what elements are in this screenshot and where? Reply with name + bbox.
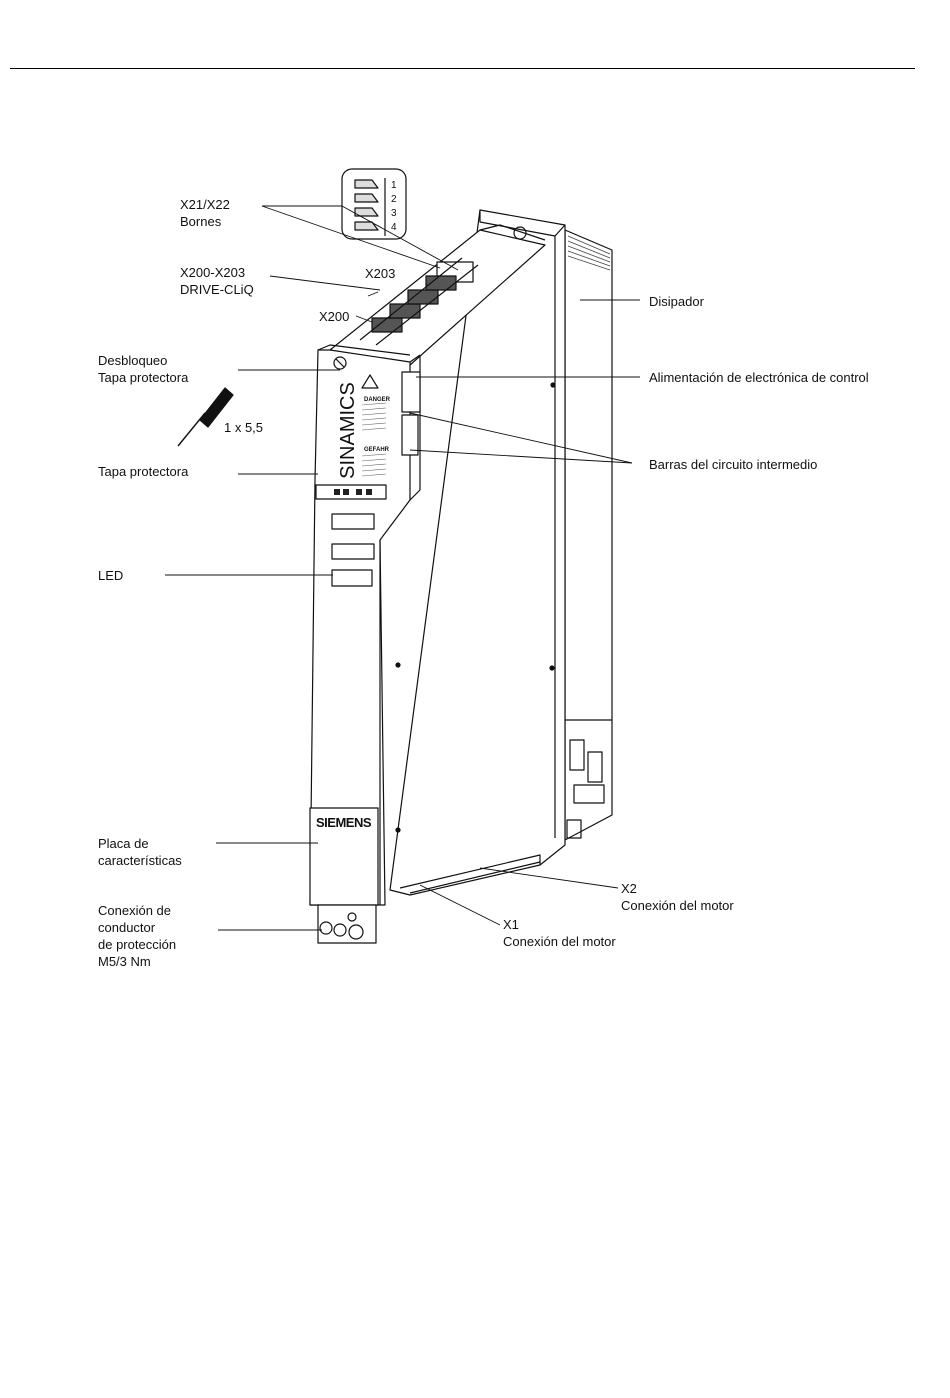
label-x1: X1 Conexión del motor: [503, 916, 616, 950]
label-dc-link: Barras del circuito intermedio: [649, 457, 818, 472]
header-rule: [10, 68, 915, 69]
label-x200-x203: X200-X203 DRIVE-CLiQ: [180, 264, 254, 298]
label-x21-x22: X21/X22 Bornes: [180, 196, 230, 230]
label-rating-plate-line1: Placa de: [98, 836, 149, 851]
label-x2-desc: Conexión del motor: [621, 898, 734, 913]
label-cover-unlock-line1: Desbloqueo: [98, 353, 168, 368]
front-panel: [309, 344, 421, 906]
label-x2-id: X2: [621, 881, 637, 896]
label-led: LED: [98, 568, 124, 583]
siemens-brand: SIEMENS: [316, 815, 372, 830]
label-cover-unlock-line2: Tapa protectora: [98, 370, 189, 385]
label-heat-sink: Disipador: [649, 294, 704, 309]
label-x200-x203-desc: DRIVE-CLiQ: [180, 282, 254, 297]
control-power-connector: [401, 371, 421, 413]
terminal-pin-1: 1: [391, 180, 397, 191]
label-x1-desc: Conexión del motor: [503, 934, 616, 949]
label-cover-unlock: Desbloqueo Tapa protectora: [98, 352, 188, 386]
label-rating-plate-line2: características: [98, 853, 182, 868]
warning-title-de: GEFAHR: [364, 447, 390, 453]
label-x200: X200: [319, 309, 350, 324]
label-x200-x203-id: X200-X203: [180, 265, 246, 280]
label-pe-line1: Conexión de: [98, 903, 171, 918]
terminal-pin-list: 1 2 3 4: [391, 179, 397, 235]
terminal-magnifier: [341, 168, 407, 240]
screwdriver-icon: [177, 387, 234, 447]
top-connector-area: [329, 224, 546, 366]
label-x1-id: X1: [503, 917, 519, 932]
label-pe-connection: Conexión de conductor de protección M5/3…: [98, 902, 176, 970]
pe-screws: [317, 904, 377, 944]
label-x21-x22-desc: Bornes: [180, 214, 222, 229]
terminal-pin-2: 2: [391, 194, 397, 205]
heat-sink: [564, 229, 613, 841]
rating-plate: [309, 807, 379, 906]
label-protective-cover: Tapa protectora: [98, 464, 189, 479]
dc-link-busbar: [401, 414, 419, 456]
terminal-pin-4: 4: [391, 222, 397, 233]
label-control-power: Alimentación de electrónica de control: [649, 370, 869, 385]
label-pe-line3: de protección: [98, 937, 177, 952]
leader-lines: [165, 205, 640, 931]
label-x2: X2 Conexión del motor: [621, 880, 734, 914]
terminal-pin-3: 3: [391, 208, 397, 219]
label-screwdriver-size: 1 x 5,5: [224, 420, 264, 435]
drive-cliq-ports: [371, 275, 457, 333]
label-x21-x22-id: X21/X22: [180, 197, 230, 212]
label-x203: X203: [365, 266, 396, 281]
label-pe-line4: M5/3 Nm: [98, 954, 151, 969]
led-window: [331, 569, 373, 587]
warning-title: DANGER: [364, 397, 391, 403]
device-side-panel: [389, 209, 566, 896]
label-rating-plate: Placa de características: [98, 835, 182, 869]
label-pe-line2: conductor: [98, 920, 156, 935]
sinamics-brand: SINAMICS: [336, 382, 359, 479]
